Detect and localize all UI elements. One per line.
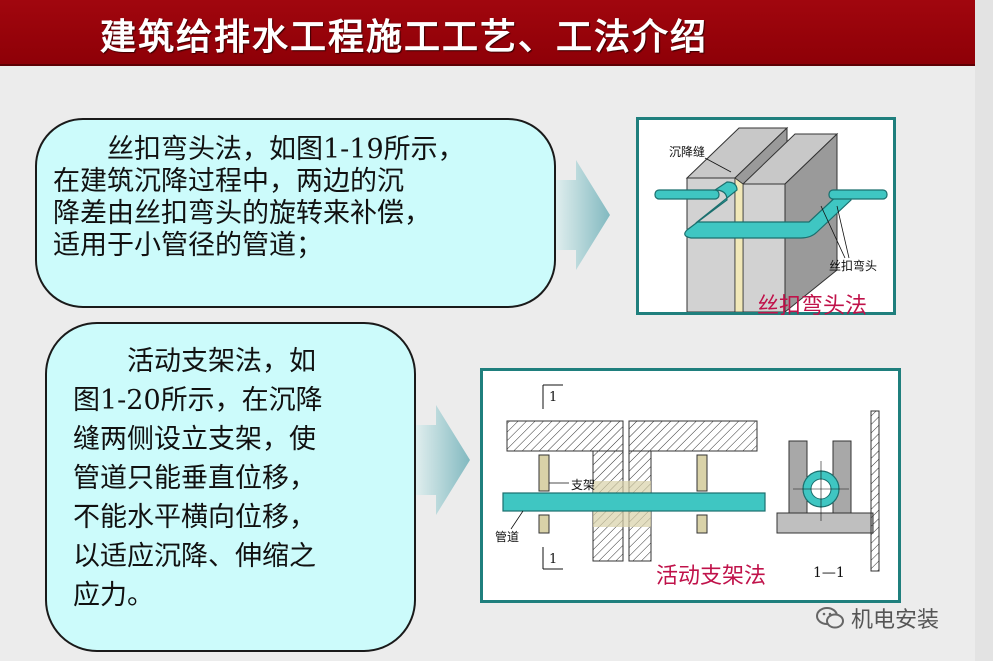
label-pipe: 管道 <box>495 529 519 544</box>
bubble2-line: 管道只能垂直位移， <box>73 463 316 494</box>
figure-threaded-elbow: 沉降缝 丝扣弯头 丝扣弯头法 <box>636 117 896 319</box>
right-strip <box>975 0 993 661</box>
label-threaded-elbow: 丝扣弯头 <box>829 258 877 273</box>
bubble1-line: 在建筑沉降过程中，两边的沉 <box>53 166 404 197</box>
section-mark-bottom: 1 <box>549 552 557 567</box>
title-bar: 建筑给排水工程施工工艺、工法介绍 <box>0 0 975 66</box>
movable-support-diagram: 1 1 支架 管道 1—1 <box>495 384 880 581</box>
bubble2-line: 缝两侧设立支架，使 <box>73 424 316 455</box>
watermark-text: 机电安装 <box>851 608 940 633</box>
label-section-view: 1—1 <box>813 565 845 581</box>
text-bubble-threaded-elbow: 丝扣弯头法，如图1-19所示， 在建筑沉降过程中，两边的沉 降差由丝扣弯头的旋转… <box>35 118 556 308</box>
bubble1-line: 丝扣弯头法，如图1-19所示， <box>53 134 465 165</box>
bubble2-line: 活动支架法，如 <box>73 346 316 377</box>
figure-movable-support: 1 1 支架 管道 1—1 活动支架法 <box>480 368 901 603</box>
threaded-elbow-diagram: 沉降缝 丝扣弯头 <box>654 126 888 314</box>
arrow-right-icon <box>416 405 470 515</box>
label-settlement-joint: 沉降缝 <box>669 144 705 159</box>
bubble1-line: 适用于小管径的管道； <box>53 230 323 261</box>
arrow-right-icon <box>556 160 610 270</box>
bubble1-line: 降差由丝扣弯头的旋转来补偿， <box>53 198 431 229</box>
label-support: 支架 <box>571 478 595 492</box>
wechat-icon <box>816 607 844 629</box>
watermark: 机电安装 <box>815 603 939 633</box>
figure1-caption: 丝扣弯头法 <box>757 294 868 319</box>
bubble2-line: 图1-20所示，在沉降 <box>73 385 323 416</box>
bubble2-line: 应力。 <box>73 580 154 611</box>
page-title: 建筑给排水工程施工工艺、工法介绍 <box>100 16 709 58</box>
text-bubble-movable-support: 活动支架法，如 图1-20所示，在沉降 缝两侧设立支架，使 管道只能垂直位移， … <box>45 322 416 652</box>
section-mark-top: 1 <box>549 390 557 405</box>
bubble2-line: 以适应沉降、伸缩之 <box>73 541 316 572</box>
figure2-caption: 活动支架法 <box>656 564 767 589</box>
bubble2-line: 不能水平横向位移， <box>73 502 316 533</box>
